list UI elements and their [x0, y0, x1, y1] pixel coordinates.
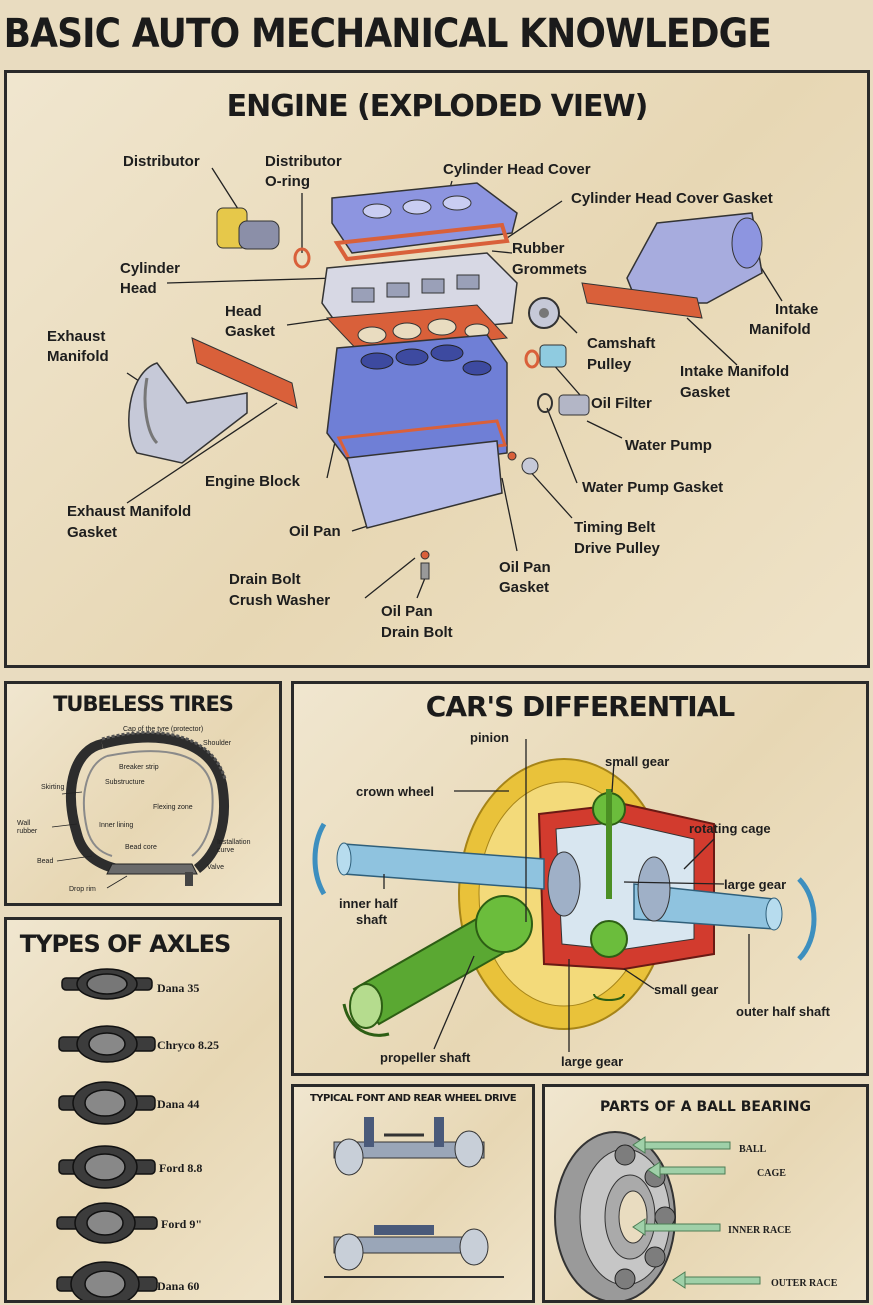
bearing-label-ball: BALL — [739, 1144, 767, 1155]
label-camshaft-pulley-1: Camshaft — [587, 335, 656, 352]
axle-label-ford-88: Ford 8.8 — [159, 1161, 203, 1175]
engine-title: ENGINE (EXPLODED VIEW) — [226, 89, 649, 124]
label-engine-block: Engine Block — [205, 473, 301, 490]
label-oil-pan-drain-bolt-2: Drain Bolt — [381, 624, 453, 641]
diff-label-large-gear-right: large gear — [724, 877, 787, 892]
label-cylinder-head-cover: Cylinder Head Cover — [443, 161, 591, 178]
tire-label-shoulder: Shoulder — [203, 740, 232, 747]
bearing-panel: PARTS OF A BALL BEARING BALL CAGE INNER … — [542, 1084, 869, 1303]
label-distributor-oring-2: O-ring — [265, 173, 310, 190]
label-timing-belt-1: Timing Belt — [574, 519, 656, 536]
label-rubber-grommets-1: Rubber — [512, 240, 565, 257]
engine-illustration — [126, 167, 783, 599]
poster-title: BASIC AUTO MECHANICAL KNOWLEDGE — [3, 11, 772, 57]
label-exhaust-manifold-1: Exhaust — [47, 328, 106, 345]
label-oil-pan-gasket-2: Gasket — [499, 579, 550, 596]
axles-panel: TYPES OF AXLES Dana 35 Chryco 8.25 Dana … — [4, 917, 282, 1303]
front-wheel-drive-diagram — [333, 1117, 485, 1176]
diff-label-small-gear-top: small gear — [605, 754, 670, 769]
bearing-illustration — [554, 1131, 761, 1300]
label-head-gasket-2: Gasket — [225, 323, 276, 340]
label-exhaust-manifold-gasket-1: Exhaust Manifold — [67, 503, 192, 520]
diff-label-small-gear-bottom: small gear — [654, 982, 719, 997]
bearing-label-inner-race: INNER RACE — [728, 1225, 792, 1236]
tire-label-substructure: Substructure — [105, 779, 145, 786]
label-timing-belt-2: Drive Pulley — [574, 540, 660, 557]
label-oil-pan-gasket-1: Oil Pan — [499, 559, 551, 576]
drive-panel: TYPICAL FONT AND REAR WHEEL DRIVE — [291, 1084, 535, 1303]
label-intake-manifold-2: Manifold — [749, 321, 811, 338]
tire-illustration — [51, 731, 230, 889]
label-oil-pan-drain-bolt-1: Oil Pan — [381, 603, 433, 620]
tire-label-valve: Valve — [207, 864, 224, 871]
label-intake-manifold-1: Intake — [775, 301, 819, 318]
label-intake-manifold-gasket-1: Intake Manifold — [680, 363, 790, 380]
axle-label-ford-9: Ford 9" — [161, 1217, 202, 1231]
axle-icon-chryco — [58, 1025, 156, 1063]
axle-icon-dana-35 — [61, 968, 153, 1000]
drive-title: TYPICAL FONT AND REAR WHEEL DRIVE — [309, 1093, 517, 1104]
tire-label-skirting: Skirting — [41, 784, 65, 791]
bearing-label-outer-race: OUTER RACE — [771, 1278, 838, 1289]
label-exhaust-manifold-2: Manifold — [47, 348, 109, 365]
diff-label-crown-wheel: crown wheel — [356, 784, 435, 799]
differential-title: CAR'S DIFFERENTIAL — [425, 690, 735, 723]
axle-label-chryco-825: Chryco 8.25 — [157, 1038, 219, 1052]
label-distributor-oring-1: Distributor — [265, 153, 342, 170]
tire-label-inner-lining: Inner lining — [99, 822, 134, 829]
tire-label-wall-rubber: Wall rubber — [17, 820, 38, 835]
diff-label-propeller-shaft: propeller shaft — [380, 1050, 471, 1065]
tire-label-bead-core: Bead core — [125, 844, 157, 851]
label-oil-pan: Oil Pan — [289, 523, 341, 540]
tire-label-breaker: Breaker strip — [119, 764, 159, 771]
diff-label-inner-half-shaft-1: inner half — [339, 896, 398, 911]
diff-label-rotating-cage: rotating cage — [689, 821, 771, 836]
diff-label-large-gear-bottom: large gear — [561, 1054, 624, 1069]
bearing-title: PARTS OF A BALL BEARING — [599, 1099, 811, 1115]
diff-label-inner-half-shaft-2: shaft — [356, 912, 388, 927]
tire-label-drop-rim: Drop rim — [69, 886, 96, 893]
axle-icon-dana-44 — [58, 1081, 156, 1125]
axles-title: TYPES OF AXLES — [19, 930, 232, 958]
axle-icon-ford-9 — [56, 1202, 158, 1244]
label-cylinder-head-cover-gasket: Cylinder Head Cover Gasket — [571, 190, 773, 207]
label-intake-manifold-gasket-2: Gasket — [680, 384, 731, 401]
label-camshaft-pulley-2: Pulley — [587, 356, 632, 373]
rear-wheel-drive-diagram — [324, 1225, 504, 1278]
drive-illustration — [324, 1117, 504, 1278]
differential-illustration — [312, 739, 817, 1052]
bearing-label-cage: CAGE — [757, 1168, 786, 1179]
axle-icon-dana-60 — [56, 1261, 158, 1300]
axle-label-dana-44: Dana 44 — [157, 1097, 200, 1111]
tire-label-installation-curve: Installation curve — [217, 839, 251, 854]
tires-title: TUBELESS TIRES — [53, 692, 234, 716]
label-cylinder-head-2: Head — [120, 280, 157, 297]
axles-illustration — [56, 968, 158, 1300]
diff-label-pinion: pinion — [470, 730, 509, 745]
axle-label-dana-35: Dana 35 — [157, 981, 200, 995]
tire-label-cap: Cap of the tyre (protector) — [123, 726, 204, 733]
axle-icon-ford-88 — [58, 1145, 156, 1189]
label-head-gasket-1: Head — [225, 303, 262, 320]
label-drain-bolt-washer-2: Crush Washer — [229, 592, 331, 609]
tire-label-flexing: Flexing zone — [153, 804, 193, 811]
distributor-part — [216, 207, 311, 269]
diff-label-outer-half-shaft: outer half shaft — [736, 1004, 830, 1019]
label-oil-filter: Oil Filter — [591, 395, 652, 412]
tires-panel: TUBELESS TIRES Cap of the tyre (protecto… — [4, 681, 282, 906]
label-drain-bolt-washer-1: Drain Bolt — [229, 571, 301, 588]
label-cylinder-head-1: Cylinder — [120, 260, 181, 277]
label-water-pump: Water Pump — [625, 437, 712, 454]
label-exhaust-manifold-gasket-2: Gasket — [67, 524, 118, 541]
label-water-pump-gasket: Water Pump Gasket — [582, 479, 724, 496]
engine-panel: ENGINE (EXPLODED VIEW) — [4, 70, 870, 668]
axle-label-dana-60: Dana 60 — [157, 1279, 200, 1293]
label-rubber-grommets-2: Grommets — [512, 261, 588, 278]
differential-panel: CAR'S DIFFERENTIAL — [291, 681, 869, 1076]
tire-label-bead: Bead — [37, 858, 54, 865]
label-distributor: Distributor — [123, 153, 200, 170]
